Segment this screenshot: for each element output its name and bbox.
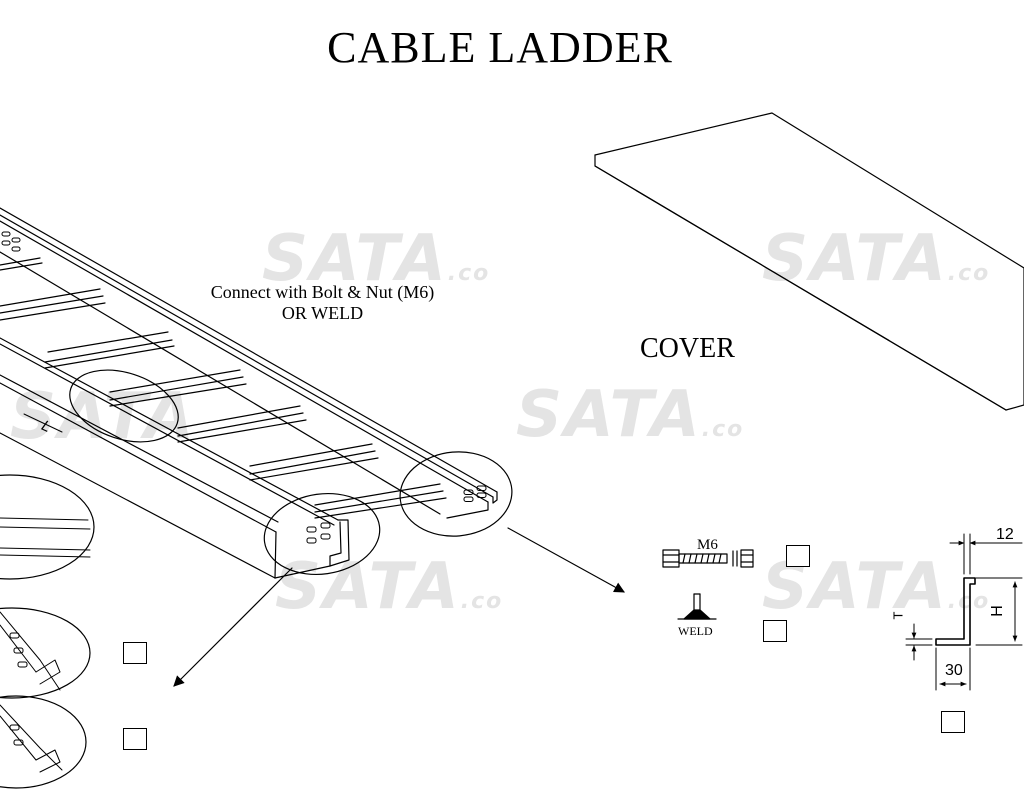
connection-note-line2: OR WELD bbox=[281, 303, 364, 323]
ladder-far-rail bbox=[0, 207, 498, 519]
dimension-flange: 12 bbox=[996, 526, 1014, 543]
weld-checkbox[interactable] bbox=[763, 620, 787, 642]
dimension-thickness: T bbox=[890, 611, 906, 620]
ladder-near-rail bbox=[0, 337, 350, 579]
bolt-label: M6 bbox=[697, 537, 718, 553]
connection-note-line1: Connect with Bolt & Nut (M6) bbox=[210, 282, 435, 302]
dimension-height: H bbox=[988, 605, 1006, 617]
weld-label: WELD bbox=[678, 624, 713, 638]
detail-arrow-right bbox=[507, 527, 625, 593]
detail1-checkbox[interactable] bbox=[123, 642, 147, 664]
weld-icon bbox=[677, 593, 717, 620]
detail-ellipses bbox=[0, 369, 513, 789]
rail-slots bbox=[1, 231, 487, 544]
dimension-lines bbox=[23, 413, 1023, 691]
bolt-checkbox[interactable] bbox=[786, 545, 810, 567]
bolt-icon bbox=[662, 549, 754, 568]
cover-label: COVER bbox=[640, 333, 735, 364]
watermark: SATA.co bbox=[262, 222, 491, 296]
detail-arrow-left bbox=[173, 567, 293, 687]
connection-note: Connect with Bolt & Nut (M6) OR WELD bbox=[180, 282, 465, 324]
dimension-base: 30 bbox=[945, 662, 963, 679]
detail2-checkbox[interactable] bbox=[123, 728, 147, 750]
watermark: SATA.co bbox=[275, 550, 504, 624]
profile-section bbox=[935, 577, 976, 646]
detail-contents bbox=[0, 517, 91, 773]
watermark: SATA.co bbox=[516, 378, 745, 452]
ladder-rungs bbox=[0, 257, 447, 519]
page-title: CABLE LADDER bbox=[327, 23, 673, 72]
cover-plate bbox=[594, 112, 1024, 411]
profile-checkbox[interactable] bbox=[941, 711, 965, 733]
